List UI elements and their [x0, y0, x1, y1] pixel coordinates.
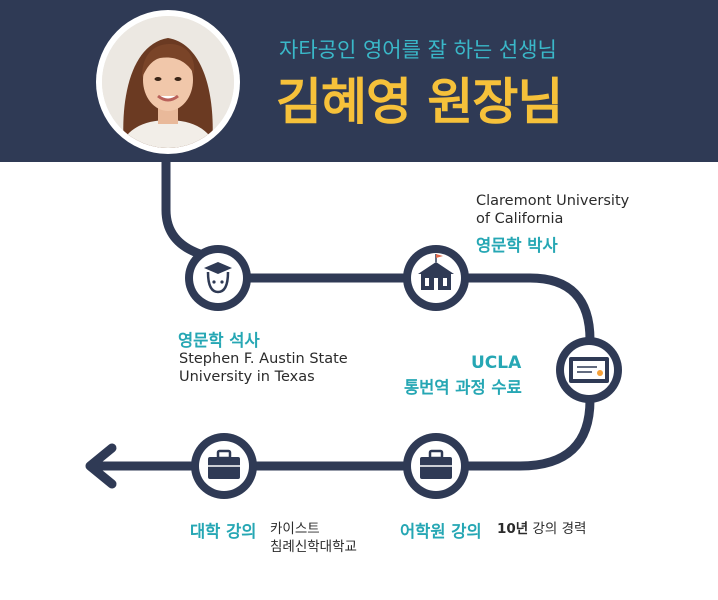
university-school-line1: 카이스트 [270, 521, 320, 537]
header-subtitle: 자타공인 영어를 잘 하는 선생님 [279, 38, 557, 62]
academy-lecture-label: 어학원 강의 [400, 522, 482, 541]
arrow-left-icon [85, 443, 117, 489]
phd-school-line1: Claremont University [476, 193, 630, 209]
university-school-line2: 침례신학대학교 [270, 539, 357, 555]
header-title: 김혜영 원장님 [276, 73, 563, 131]
briefcase-icon [191, 433, 257, 499]
ma-school-line1: Stephen F. Austin State [179, 351, 348, 367]
briefcase-icon [403, 433, 469, 499]
phd-degree-label: 영문학 박사 [476, 236, 558, 255]
ma-degree-label: 영문학 석사 [178, 331, 260, 350]
graduate-icon [185, 245, 251, 311]
certificate-icon [556, 337, 622, 403]
academy-experience: 10년 강의 경력 [497, 521, 586, 538]
ucla-course-label: 통번역 과정 수료 [404, 378, 522, 397]
phd-school-line2: of California [476, 211, 564, 227]
ma-school-line2: University in Texas [179, 369, 315, 385]
university-building-icon [403, 245, 469, 311]
academy-years: 10년 [497, 521, 529, 537]
ucla-label: UCLA [471, 353, 522, 373]
profile-photo-frame [96, 10, 240, 154]
profile-photo [102, 16, 234, 148]
academy-years-suffix: 강의 경력 [528, 521, 587, 537]
university-lecture-label: 대학 강의 [190, 522, 257, 541]
